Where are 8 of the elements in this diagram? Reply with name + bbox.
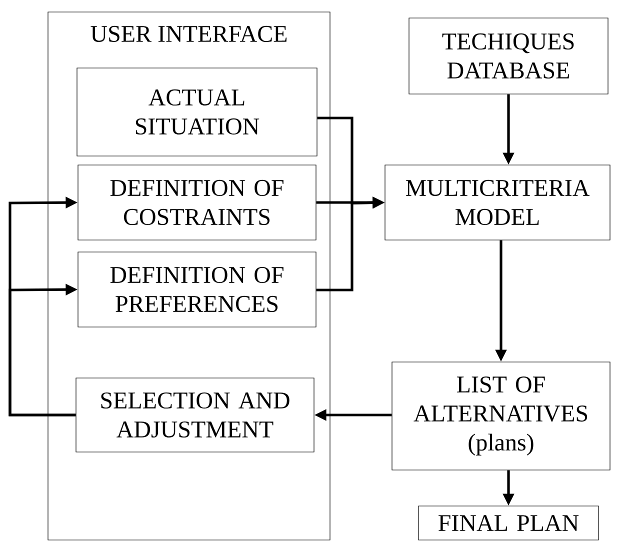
process-box: LIST OF ALTERNATIVES (plans) — [392, 362, 610, 470]
process-box: TECHIQUES DATABASE — [408, 18, 608, 94]
process-box: DEFINITION OF COSTRAINTS — [78, 164, 316, 240]
process-box: MULTICRITERIA MODEL — [384, 164, 610, 240]
process-box: FINAL PLAN — [418, 506, 599, 540]
process-box: SELECTION AND ADJUSTMENT — [76, 378, 314, 452]
process-box: ACTUAL SITUATION — [76, 68, 318, 156]
process-box: DEFINITION OF PREFERENCES — [78, 252, 316, 328]
